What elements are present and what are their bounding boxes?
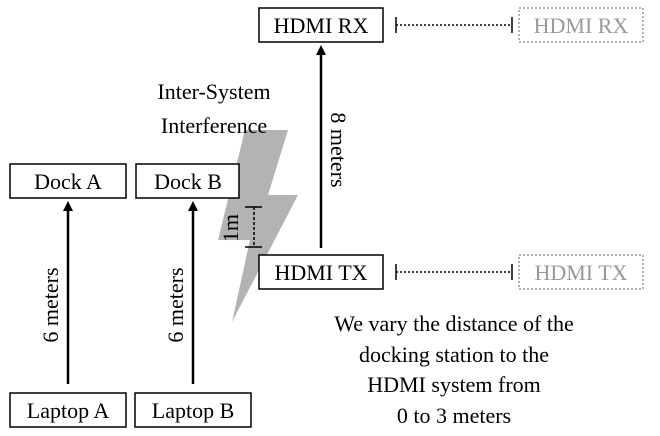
hdmi-rx-ghost-link bbox=[395, 17, 513, 33]
laptop-a-box: Laptop A bbox=[9, 392, 127, 428]
hdmi-tx-box: HDMI TX bbox=[258, 254, 384, 290]
dock-a-box: Dock A bbox=[9, 163, 127, 199]
laptop-a-link-distance: 6 meters bbox=[38, 267, 63, 342]
dock-b-label: Dock B bbox=[154, 169, 222, 194]
hdmi-rx-label: HDMI RX bbox=[274, 13, 369, 38]
laptop-b-box: Laptop B bbox=[134, 392, 252, 428]
hdmi-link-distance: 8 meters bbox=[326, 112, 351, 187]
hdmi-tx-ghost-label: HDMI TX bbox=[534, 260, 627, 285]
hdmi-tx-ghost-box: HDMI TX bbox=[518, 254, 644, 290]
laptop-b-link-distance: 6 meters bbox=[163, 267, 188, 342]
dock-gap-bracket bbox=[245, 206, 262, 248]
hdmi-tx-label: HDMI TX bbox=[274, 260, 367, 285]
dock-a-label: Dock A bbox=[34, 169, 102, 194]
hdmi-rx-ghost-box: HDMI RX bbox=[518, 7, 644, 43]
interference-label-line1: Inter-System bbox=[157, 79, 270, 104]
hdmi-tx-ghost-link bbox=[395, 264, 513, 280]
interference-label-line2: Interference bbox=[161, 113, 267, 138]
laptop-a-label: Laptop A bbox=[27, 398, 110, 423]
dock-gap-label: 1m bbox=[218, 214, 243, 242]
caption-line3: HDMI system from bbox=[367, 372, 541, 397]
caption-line1: We vary the distance of the bbox=[334, 311, 574, 336]
hdmi-rx-ghost-label: HDMI RX bbox=[534, 13, 629, 38]
caption-line2: docking station to the bbox=[359, 342, 549, 367]
hdmi-rx-box: HDMI RX bbox=[258, 7, 384, 43]
caption-line4: 0 to 3 meters bbox=[397, 403, 511, 428]
laptop-b-label: Laptop B bbox=[152, 398, 235, 423]
dock-b-box: Dock B bbox=[135, 163, 240, 199]
